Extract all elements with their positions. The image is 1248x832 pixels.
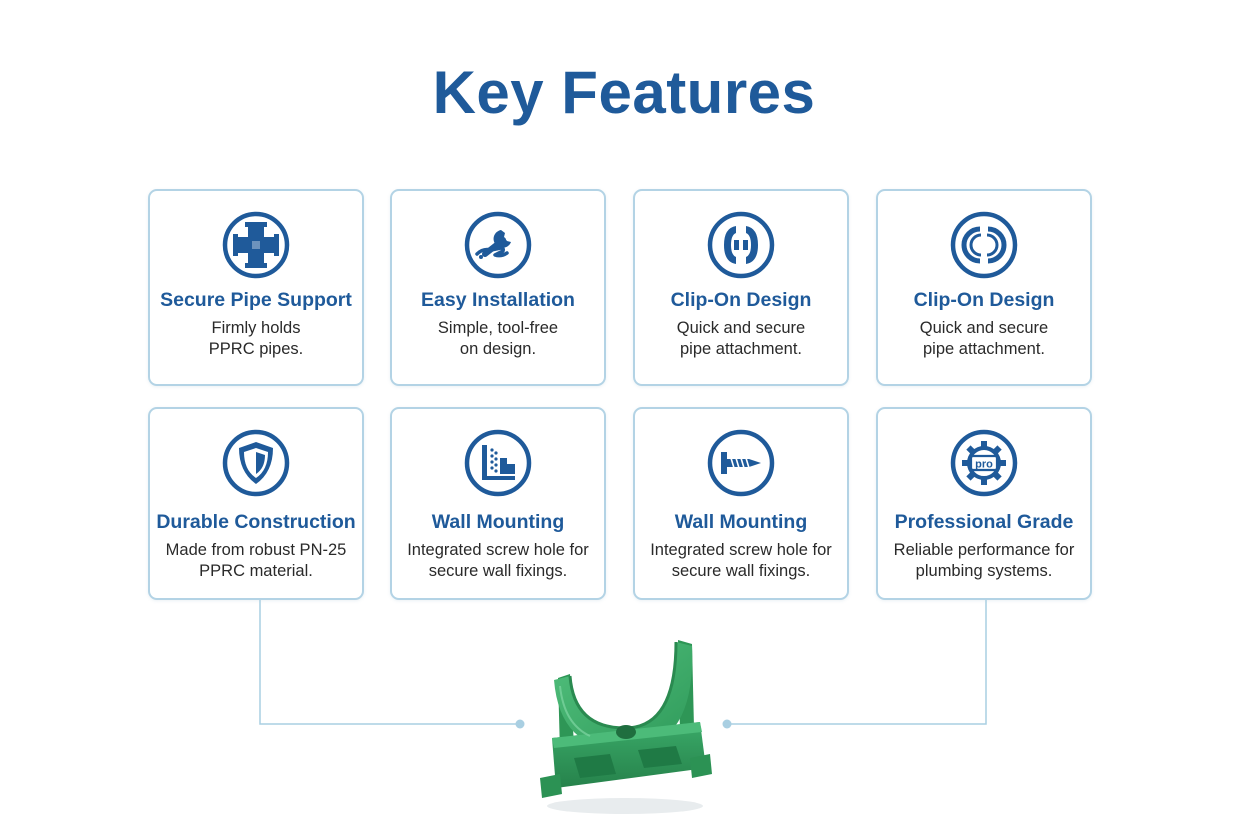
card-description-line: Integrated screw hole for <box>650 541 832 559</box>
pro-badge-text: pro <box>975 459 993 471</box>
card-description-line: Simple, tool-free <box>437 319 559 337</box>
card-description: Integrated screw hole for secure wall fi… <box>392 540 604 582</box>
card-description-line: Made from robust PN-25 <box>165 541 347 559</box>
card-title: Wall Mounting <box>674 511 808 533</box>
feature-card-professional-grade: pro Professional Grade Reliable performa… <box>876 407 1092 600</box>
card-title: Secure Pipe Support <box>160 289 352 311</box>
feature-card-clip-on-design-2: Clip-On Design Quick and secure pipe att… <box>876 189 1092 386</box>
card-description-line: PPRC material. <box>199 562 313 580</box>
connector-dot-left <box>515 719 525 729</box>
feature-card-durable-construction: Durable Construction Made from robust PN… <box>148 407 364 600</box>
card-title: Professional Grade <box>894 511 1074 533</box>
card-title: Easy Installation <box>421 289 575 311</box>
connector-dot-right <box>722 719 732 729</box>
card-description: Simple, tool-free on design. <box>392 318 604 360</box>
page-title: Key Features <box>432 59 816 126</box>
card-description: Firmly holds PPRC pipes. <box>150 318 362 360</box>
card-title: Clip-On Design <box>913 289 1055 311</box>
clip-icon <box>706 210 776 280</box>
shield-icon <box>221 428 291 498</box>
card-description: Reliable performance for plumbing system… <box>878 540 1090 582</box>
card-description: Quick and secure pipe attachment. <box>635 318 847 360</box>
connector-line-left <box>259 600 519 725</box>
card-description-line: secure wall fixings. <box>428 562 568 580</box>
feature-card-wall-mounting-2: Wall Mounting Integrated screw hole for … <box>633 407 849 600</box>
pro-gear-icon: pro <box>949 428 1019 498</box>
feature-card-wall-mounting: Wall Mounting Integrated screw hole for … <box>390 407 606 600</box>
feature-card-secure-pipe-support: Secure Pipe Support Firmly holds PPRC pi… <box>148 189 364 386</box>
card-description-line: pipe attachment. <box>923 340 1045 358</box>
clip-ring-icon <box>949 210 1019 280</box>
screw-icon <box>706 428 776 498</box>
feature-card-clip-on-design: Clip-On Design Quick and secure pipe att… <box>633 189 849 386</box>
pipe-cross-icon <box>221 210 291 280</box>
card-description-line: PPRC pipes. <box>208 340 304 358</box>
wrench-hand-icon <box>463 210 533 280</box>
card-description-line: Integrated screw hole for <box>407 541 589 559</box>
card-description: Integrated screw hole for secure wall fi… <box>635 540 847 582</box>
card-description-line: Quick and secure <box>676 319 806 337</box>
card-title: Durable Construction <box>156 511 356 533</box>
card-description-line: Quick and secure <box>919 319 1049 337</box>
card-description: Made from robust PN-25 PPRC material. <box>150 540 362 582</box>
card-title: Wall Mounting <box>431 511 565 533</box>
card-description-line: Reliable performance for <box>893 541 1075 559</box>
card-description-line: on design. <box>459 340 537 358</box>
pipe-clip-product-image <box>530 628 720 818</box>
card-description-line: plumbing systems. <box>915 562 1053 580</box>
card-title: Clip-On Design <box>670 289 812 311</box>
card-description-line: secure wall fixings. <box>671 562 811 580</box>
card-description: Quick and secure pipe attachment. <box>878 318 1090 360</box>
card-description-line: Firmly holds <box>211 319 301 337</box>
card-description-line: pipe attachment. <box>680 340 802 358</box>
wall-bracket-icon <box>463 428 533 498</box>
connector-line-right <box>728 600 987 725</box>
feature-card-easy-installation: Easy Installation Simple, tool-free on d… <box>390 189 606 386</box>
